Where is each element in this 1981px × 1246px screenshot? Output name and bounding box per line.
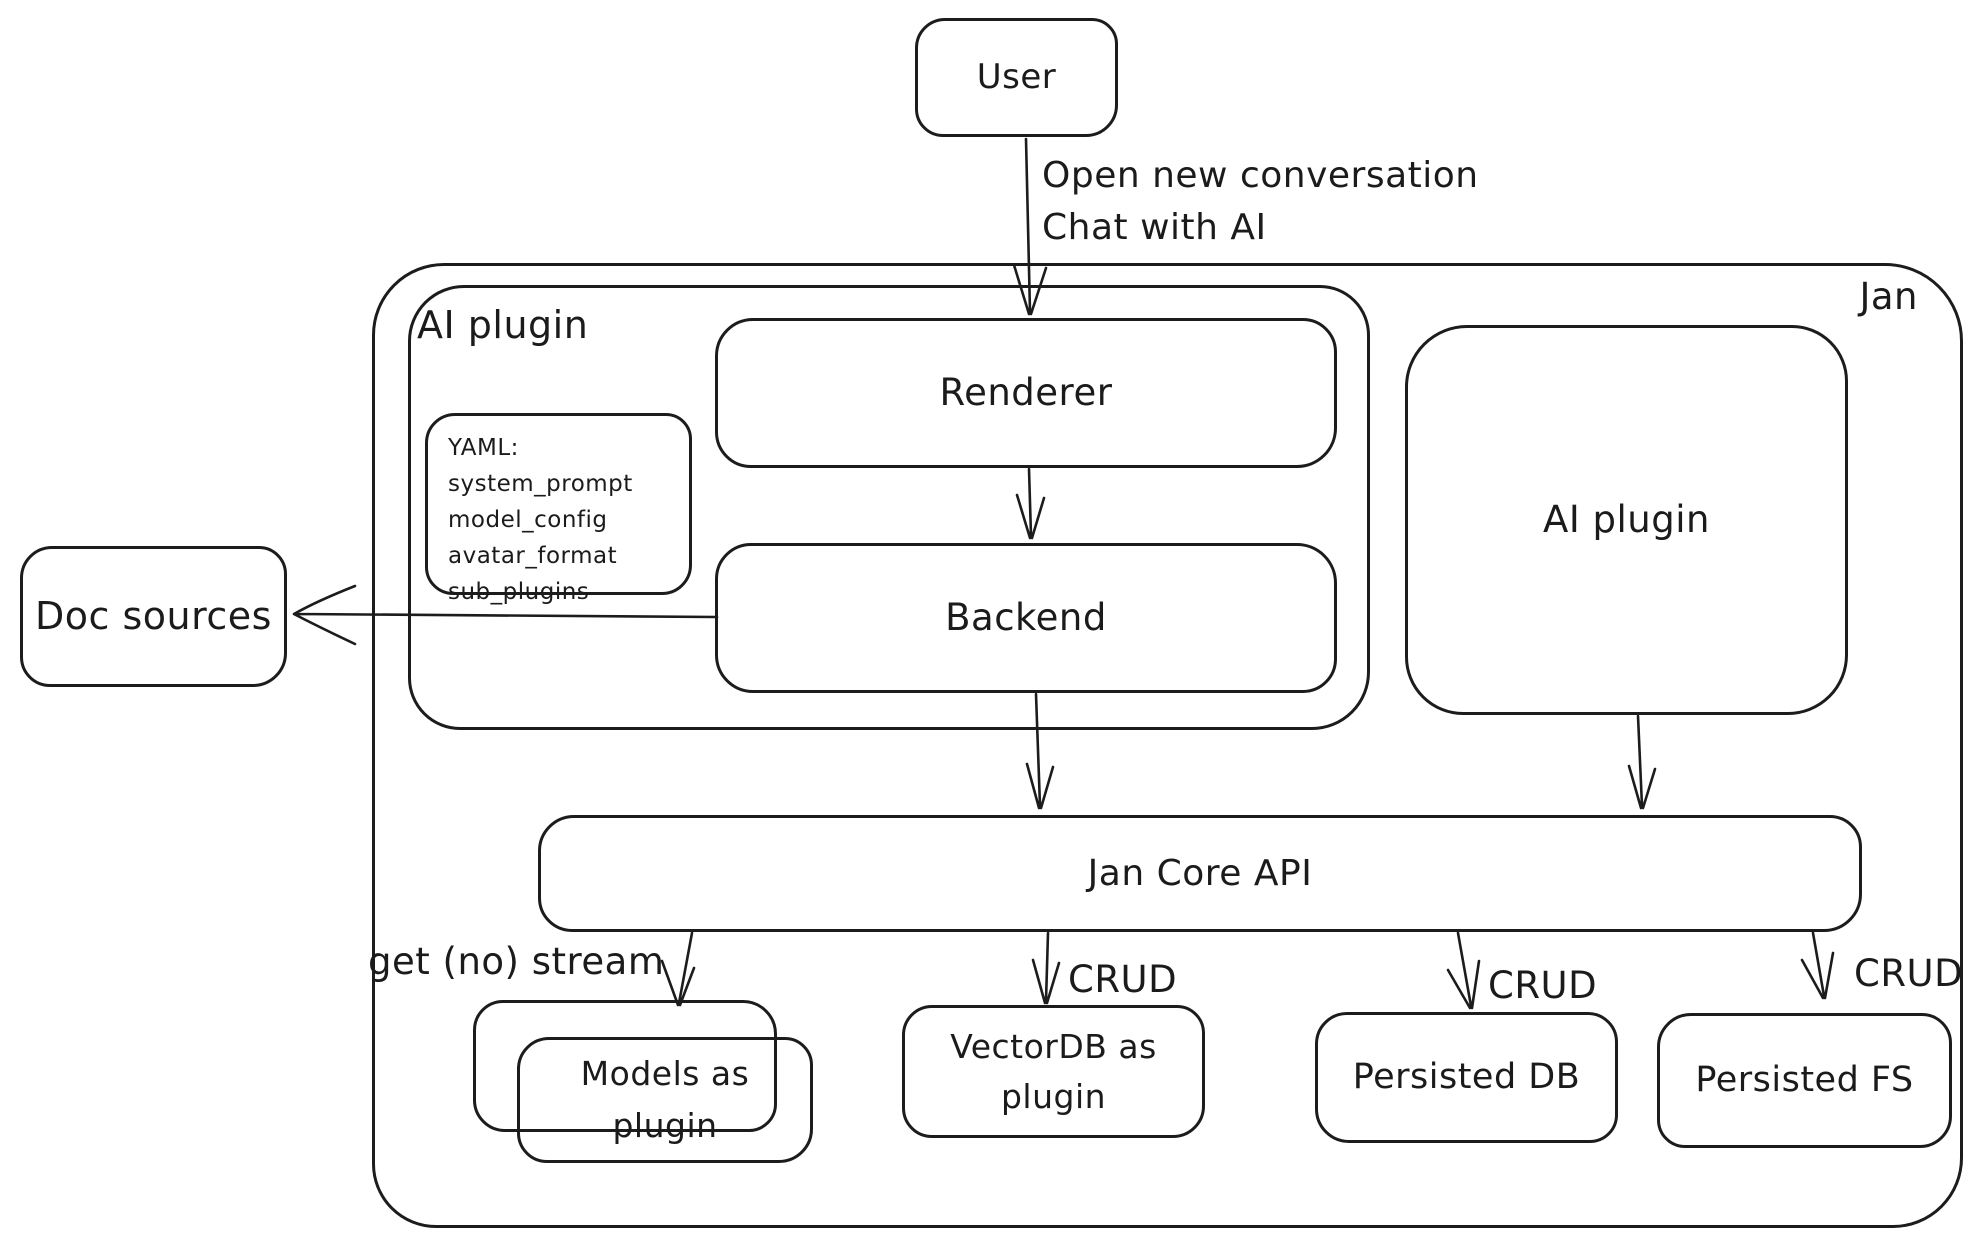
yaml-line-sub-plugins: sub_plugins [448, 579, 590, 605]
renderer-label: Renderer [939, 370, 1113, 414]
node-vectordb-as-plugin: VectorDB as plugin [902, 1005, 1205, 1138]
node-jan-core-api: Jan Core API [538, 815, 1862, 932]
models-label-line2: plugin [612, 1106, 718, 1145]
backend-label: Backend [945, 595, 1107, 639]
yaml-line-title: YAML: [448, 435, 519, 461]
ai-plugin-left-title: AI plugin [417, 303, 589, 347]
jan-title: Jan [1859, 275, 1918, 318]
persisted-db-label: Persisted DB [1352, 1056, 1581, 1097]
node-models-as-plugin: Models as plugin [517, 1037, 813, 1163]
edge-label-open-conversation: Open new conversation Chat with AI [1042, 150, 1479, 254]
node-doc-sources: Doc sources [20, 546, 287, 687]
doc-sources-label: Doc sources [35, 593, 272, 638]
edge-label-crud-vectordb: CRUD [1068, 958, 1178, 1001]
models-label-line1: Models as [580, 1054, 750, 1093]
container-ai-plugin-left: AI plugin [408, 285, 1370, 730]
ai-plugin-right-label: AI plugin [1543, 497, 1710, 541]
node-backend: Backend [715, 543, 1337, 693]
yaml-line-avatar-format: avatar_format [448, 543, 618, 569]
vectordb-label-line1: VectorDB as [950, 1026, 1157, 1066]
node-ai-plugin-right: AI plugin [1405, 325, 1848, 715]
node-renderer: Renderer [715, 318, 1337, 468]
node-persisted-fs: Persisted FS [1657, 1013, 1952, 1148]
container-jan: Jan [372, 263, 1963, 1228]
node-models-back-box [473, 1000, 777, 1132]
node-user: User [915, 18, 1118, 137]
edge-label-get-no-stream: get (no) stream [368, 940, 665, 983]
edge-label-crud-persisted-db: CRUD [1488, 964, 1598, 1007]
jan-core-api-label: Jan Core API [1087, 853, 1313, 894]
edge-label-crud-persisted-fs: CRUD [1854, 952, 1964, 995]
persisted-fs-label: Persisted FS [1695, 1059, 1914, 1100]
yaml-line-model-config: model_config [448, 507, 608, 533]
vectordb-label-line2: plugin [1000, 1076, 1107, 1116]
yaml-line-system-prompt: system_prompt [448, 471, 633, 497]
edge-label-open-conversation-line1: Open new conversation [1042, 155, 1479, 196]
edge-label-open-conversation-line2: Chat with AI [1042, 207, 1267, 248]
user-label: User [976, 57, 1057, 98]
node-persisted-db: Persisted DB [1315, 1012, 1618, 1143]
note-yaml: YAML: system_prompt model_config avatar_… [425, 413, 692, 605]
